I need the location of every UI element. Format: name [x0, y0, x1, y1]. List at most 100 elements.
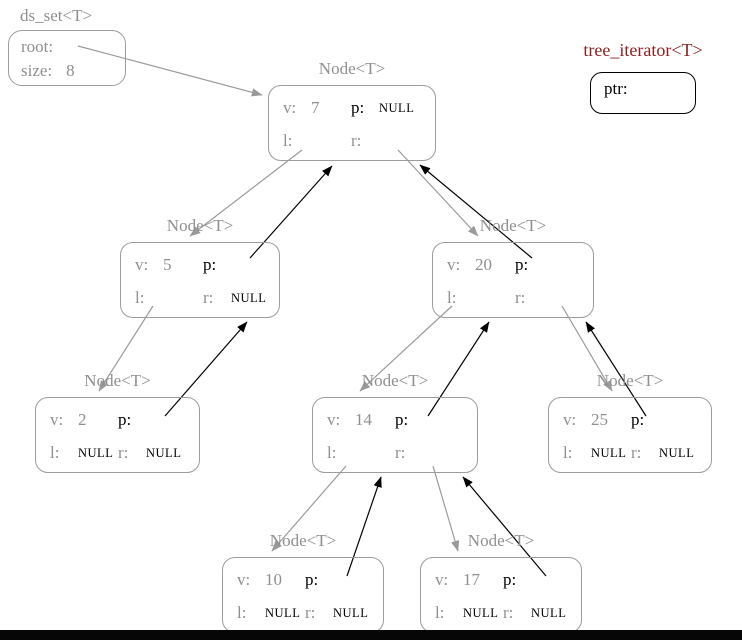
r-label: r:	[351, 130, 362, 150]
r-value: NULL	[531, 606, 567, 620]
r-label: r:	[503, 602, 514, 622]
p-value	[329, 579, 383, 581]
r-label: r:	[395, 442, 406, 462]
r-value: NULL	[146, 446, 182, 460]
node-type-label: Node<T>	[361, 371, 429, 390]
root-field: root:	[21, 35, 125, 59]
node-row-value-parent: v: 7 p: NULL	[269, 91, 435, 124]
node-box: v: 7 p: NULL l: r:	[268, 85, 436, 161]
v-value: 14	[355, 409, 372, 429]
tree-iterator-box: ptr:	[590, 72, 696, 114]
v-value: 20	[475, 254, 492, 274]
node-row-value-parent: v: 20 p:	[433, 248, 593, 281]
p-label: p:	[203, 254, 217, 274]
window-edge-bar	[0, 630, 742, 640]
v-value: 2	[78, 409, 87, 429]
v-value: 17	[463, 569, 480, 589]
node-row-children: l: r:	[313, 436, 477, 469]
node-type-label: Node<T>	[467, 531, 535, 550]
node-row-value-parent: v: 2 p:	[36, 403, 199, 436]
ptr-label: ptr:	[604, 79, 628, 98]
v-label: v:	[50, 409, 64, 429]
l-value	[471, 297, 515, 299]
r-label: r:	[118, 442, 129, 462]
l-label: l:	[447, 287, 457, 307]
p-value	[655, 419, 711, 421]
l-label: l:	[327, 442, 337, 462]
tree-iterator-title: tree_iterator<T>	[583, 40, 703, 60]
node-box: v: 20 p: l: r:	[432, 242, 594, 318]
v-value: 7	[311, 97, 320, 117]
r-label: r:	[515, 287, 526, 307]
v-label: v:	[283, 97, 297, 117]
v-value: 10	[265, 569, 282, 589]
r-value: NULL	[333, 606, 369, 620]
v-label: v:	[447, 254, 461, 274]
node-25: Node<T> v: 25 p: l: NULL r: NULL	[548, 371, 712, 473]
node-20: Node<T> v: 20 p: l: r:	[432, 216, 594, 318]
node-box: v: 2 p: l: NULL r: NULL	[35, 397, 200, 473]
node-row-children: l: NULL r: NULL	[421, 596, 581, 629]
node-type-label: Node<T>	[84, 371, 151, 390]
ds-set-title: ds_set<T>	[20, 6, 93, 25]
r-value: NULL	[659, 446, 695, 460]
v-label: v:	[327, 409, 341, 429]
p-value	[527, 579, 581, 581]
node-box: v: 14 p: l: r:	[312, 397, 478, 473]
r-value	[375, 140, 435, 142]
p-label: p:	[503, 569, 517, 589]
node-box: v: 25 p: l: NULL r: NULL	[548, 397, 712, 473]
node-10: Node<T> v: 10 p: l: NULL r: NULL	[222, 531, 384, 633]
node-row-value-parent: v: 17 p:	[421, 563, 581, 596]
p-value	[419, 419, 477, 421]
node-row-children: l: r:	[433, 281, 593, 314]
l-label: l:	[50, 442, 60, 462]
v-label: v:	[135, 254, 149, 274]
l-label: l:	[283, 130, 293, 150]
l-label: l:	[135, 287, 145, 307]
v-value: 5	[163, 254, 172, 274]
p-value	[227, 264, 279, 266]
l-value	[307, 140, 351, 142]
ds-set-box: root: size: 8	[8, 30, 126, 86]
v-label: v:	[563, 409, 577, 429]
r-value	[419, 452, 477, 454]
p-label: p:	[351, 97, 365, 117]
node-type-label: Node<T>	[596, 371, 664, 390]
node-type-label: Node<T>	[318, 59, 386, 78]
p-label: p:	[305, 569, 319, 589]
r-label: r:	[631, 442, 642, 462]
node-2: Node<T> v: 2 p: l: NULL r: NULL	[35, 371, 200, 473]
p-label: p:	[395, 409, 409, 429]
root-label: root:	[21, 37, 54, 56]
v-label: v:	[435, 569, 449, 589]
l-label: l:	[237, 602, 247, 622]
p-label: p:	[118, 409, 132, 429]
l-value: NULL	[463, 606, 499, 620]
node-row-children: l: r:	[269, 124, 435, 157]
l-label: l:	[435, 602, 445, 622]
node-box: v: 5 p: l: r: NULL	[120, 242, 280, 318]
size-field: size: 8	[21, 59, 125, 83]
l-label: l:	[563, 442, 573, 462]
l-value: NULL	[591, 446, 627, 460]
size-label: size:	[21, 61, 53, 80]
node-type-label: Node<T>	[166, 216, 234, 235]
node-row-children: l: NULL r: NULL	[36, 436, 199, 469]
r-label: r:	[305, 602, 316, 622]
node-row-value-parent: v: 10 p:	[223, 563, 383, 596]
r-label: r:	[203, 287, 214, 307]
node-17: Node<T> v: 17 p: l: NULL r: NULL	[420, 531, 582, 633]
node-type-label: Node<T>	[269, 531, 337, 550]
l-value: NULL	[78, 446, 114, 460]
p-value	[539, 264, 593, 266]
p-label: p:	[631, 409, 645, 429]
l-value: NULL	[265, 606, 301, 620]
node-row-value-parent: v: 14 p:	[313, 403, 477, 436]
node-14: Node<T> v: 14 p: l: r:	[312, 371, 478, 473]
v-value: 25	[591, 409, 608, 429]
node-row-children: l: NULL r: NULL	[549, 436, 711, 469]
node-box: v: 17 p: l: NULL r: NULL	[420, 557, 582, 633]
l-value	[159, 297, 203, 299]
